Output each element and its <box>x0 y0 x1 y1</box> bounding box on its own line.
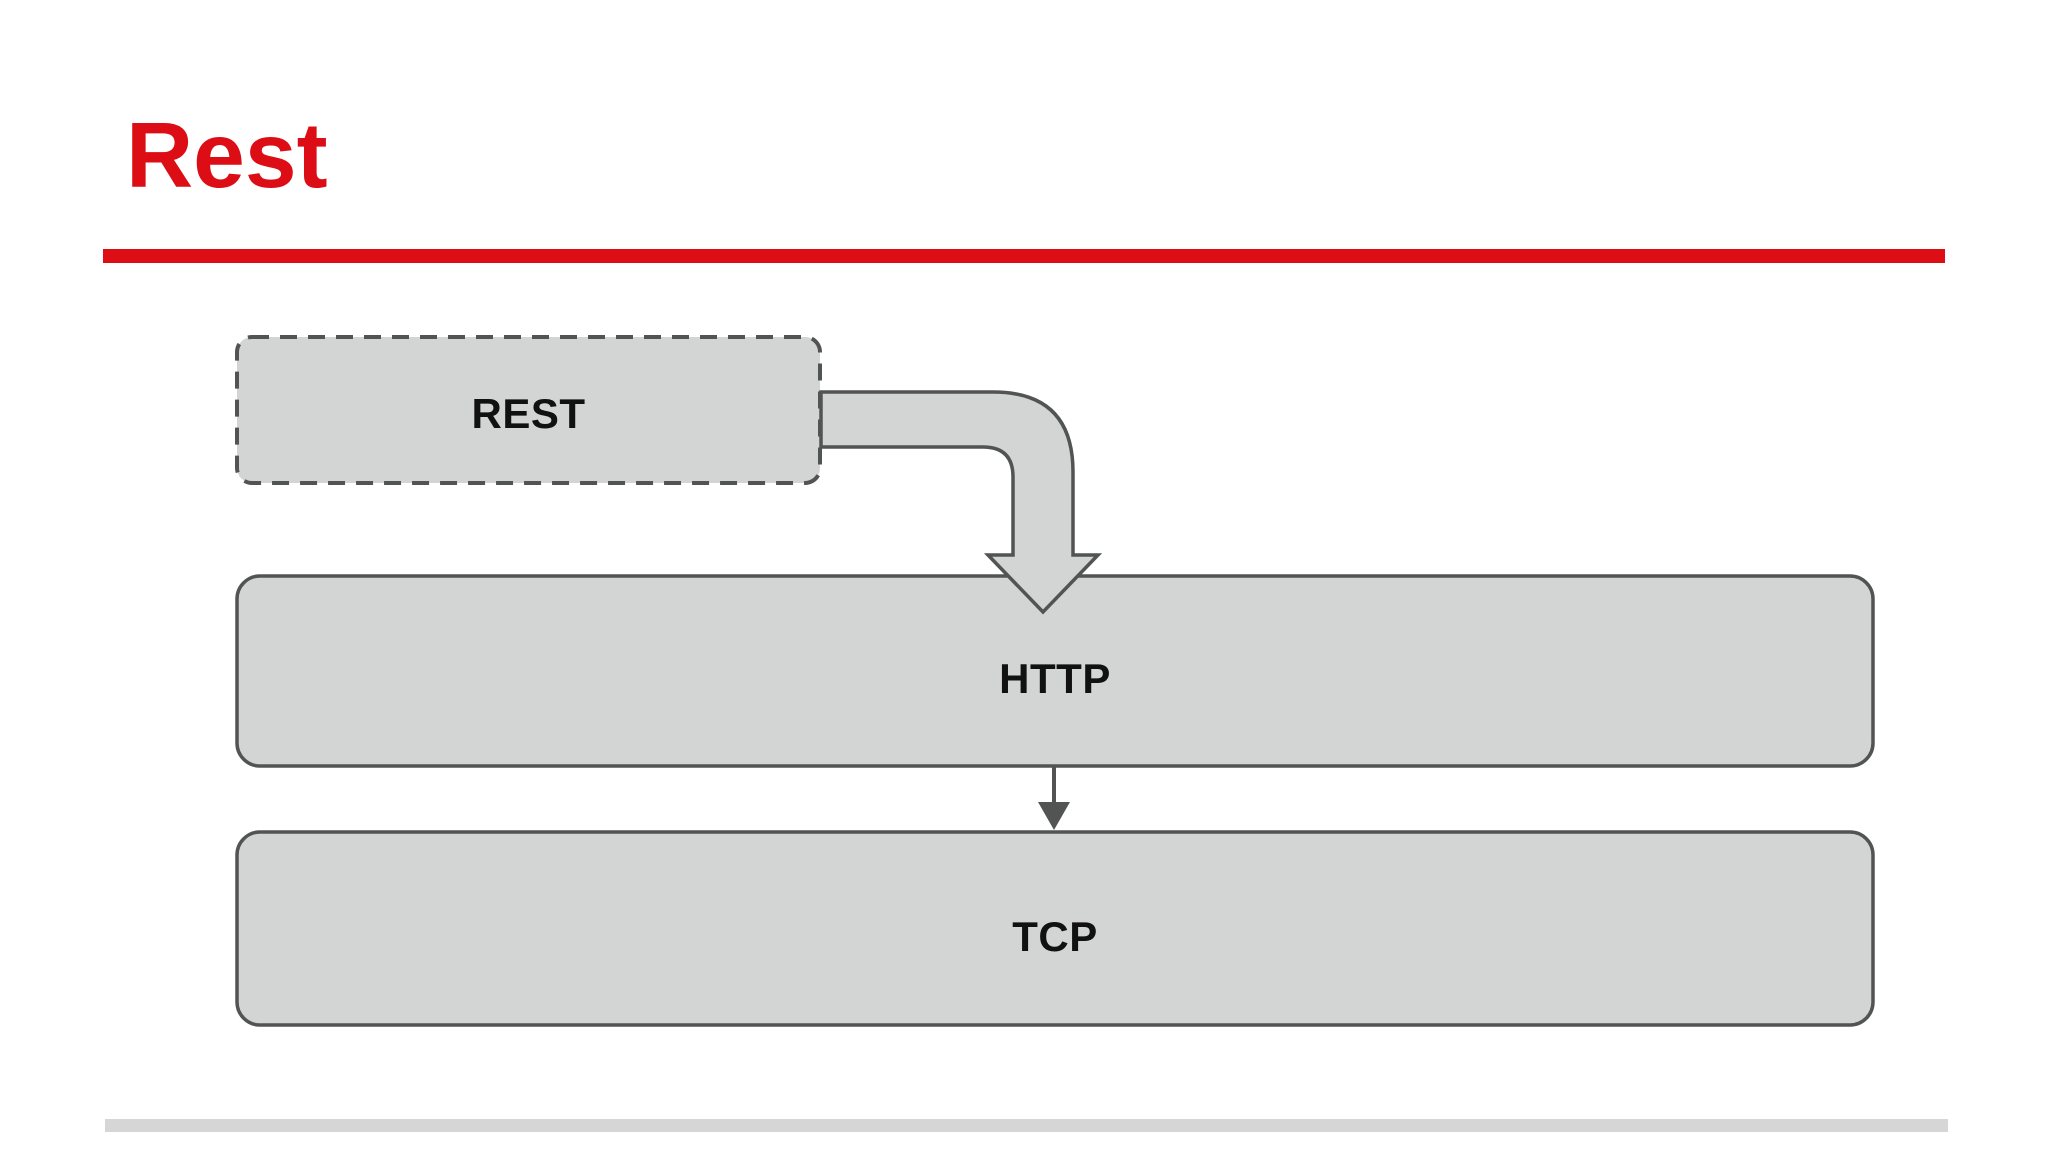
title-underline-rule <box>103 249 1945 263</box>
footer-divider-bar <box>105 1119 1948 1132</box>
tcp-box <box>235 830 1875 1027</box>
http-box <box>235 574 1875 768</box>
rest-to-http-elbow-arrow-icon <box>819 390 1103 615</box>
rest-box <box>235 335 822 485</box>
http-to-tcp-arrow-icon <box>1038 766 1070 830</box>
page-title: Rest <box>126 103 328 207</box>
